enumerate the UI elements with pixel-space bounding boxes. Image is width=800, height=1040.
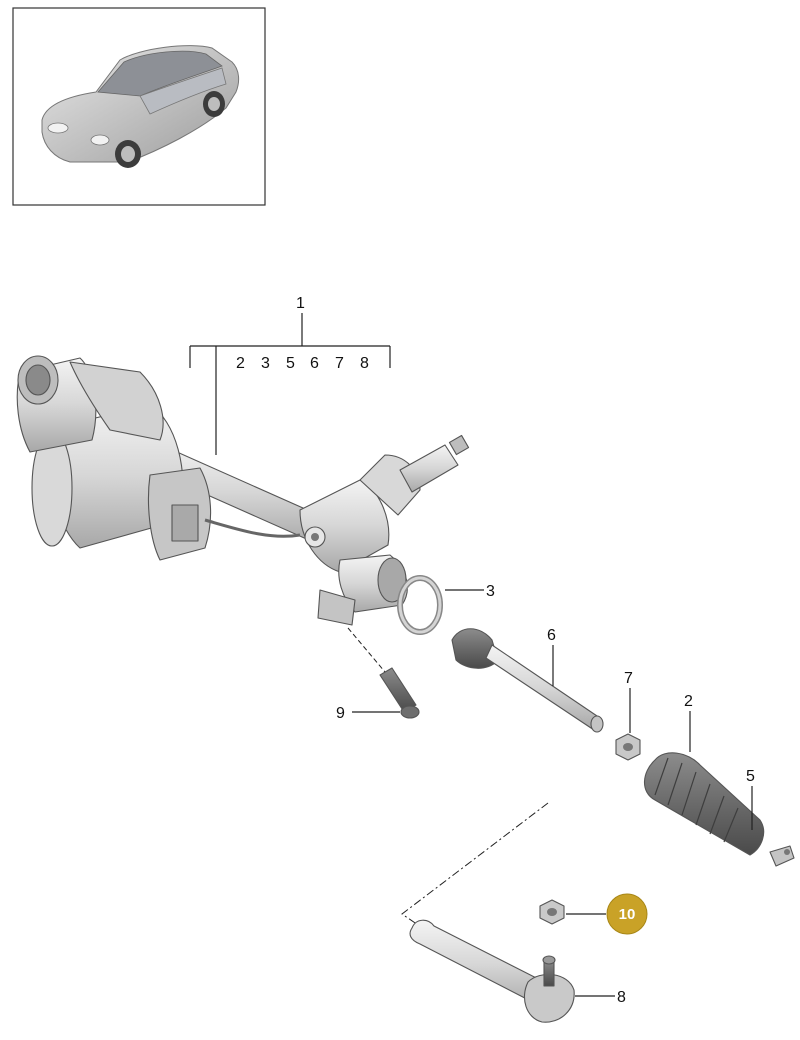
assembly-outline (401, 802, 549, 971)
callout-7: 7 (624, 670, 633, 687)
group-included-list: 2 3 5 6 7 8 (236, 355, 369, 372)
group-item-2: 2 (236, 355, 245, 372)
callout-6: 6 (547, 627, 556, 644)
o-ring (397, 575, 443, 635)
callout-1: 1 (296, 295, 305, 312)
group-item-6: 6 (310, 355, 319, 372)
callout-2: 2 (684, 693, 693, 710)
steering-gear-assembly (16, 355, 470, 626)
car-thumbnail-box (12, 7, 266, 206)
car-icon (41, 45, 240, 168)
bolt (379, 667, 420, 719)
group-item-3: 3 (261, 355, 270, 372)
lock-nut (615, 733, 641, 761)
inner-tie-rod (451, 628, 604, 733)
callout-9: 9 (336, 705, 345, 722)
group-item-5: 5 (286, 355, 295, 372)
callout-10-badge[interactable]: 10 (606, 893, 648, 935)
outer-tie-rod-end (409, 919, 575, 1023)
self-locking-nut (539, 899, 565, 925)
boot-clamp (769, 845, 795, 867)
group-item-7: 7 (335, 355, 344, 372)
group-item-8: 8 (360, 355, 369, 372)
callout-3: 3 (486, 583, 495, 600)
boot-bellows (643, 752, 765, 856)
group-bracket (189, 313, 391, 455)
callout-10: 10 (619, 906, 636, 923)
callout-8: 8 (617, 989, 626, 1006)
callout-5: 5 (746, 768, 755, 785)
